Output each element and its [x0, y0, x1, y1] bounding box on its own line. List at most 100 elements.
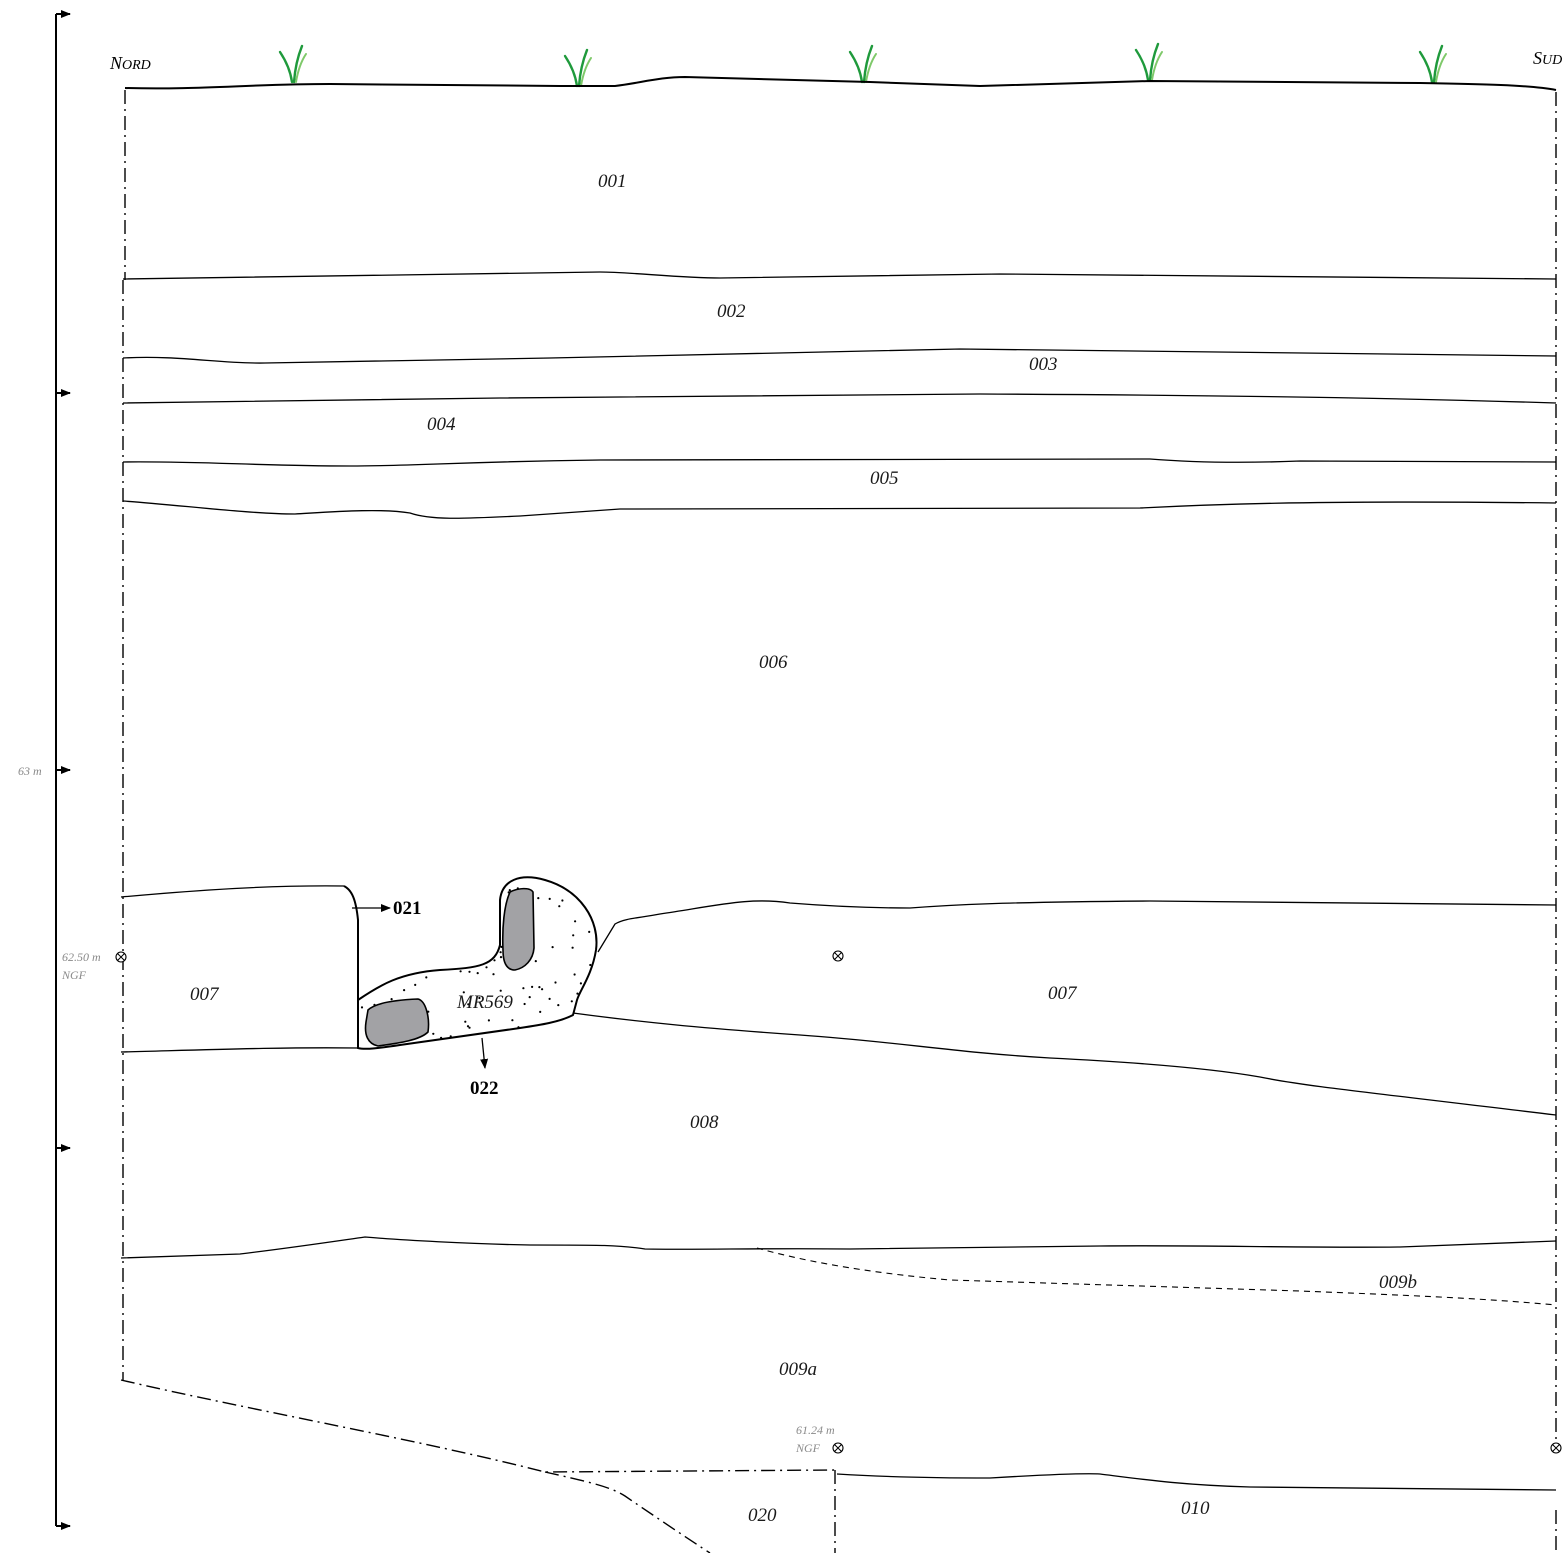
- stipple-dot: [367, 942, 370, 945]
- stipple-dot: [537, 897, 540, 900]
- stipple-dot: [571, 1039, 574, 1042]
- stipple-dot: [487, 922, 490, 925]
- stipple-dot: [403, 927, 406, 930]
- stipple-dot: [479, 951, 482, 954]
- stipple-dot: [406, 966, 410, 969]
- layer-label-001: 001: [598, 171, 627, 192]
- stipple-dot: [417, 965, 420, 968]
- layer-label-020: 020: [748, 1505, 777, 1526]
- stipple-dot: [443, 935, 446, 938]
- stipple-dot: [466, 1025, 470, 1028]
- stipple-dot: [398, 874, 400, 876]
- stipple-dot: [379, 910, 382, 913]
- stipple-dot: [470, 901, 473, 904]
- stipple-dot: [450, 1039, 453, 1042]
- stipple-dot: [475, 917, 478, 921]
- boundary-007-008-south: [572, 1012, 1557, 1116]
- datum-left-unit: NGF: [61, 968, 87, 982]
- stipple-dot: [589, 1026, 592, 1030]
- stipple-dot: [528, 996, 531, 999]
- stipple-dot: [589, 980, 592, 983]
- stipple-dot: [517, 1026, 520, 1029]
- layer-labels: 001 002 003 004 005 006 007 007 008 009a…: [190, 171, 1417, 1526]
- stipple-dot: [563, 879, 566, 882]
- stipple-dot: [511, 1019, 514, 1022]
- stipple-dot: [531, 985, 534, 989]
- stipple-dot: [452, 879, 455, 882]
- datum-bottom-value: 61.24 m: [796, 1423, 835, 1437]
- datum-left-value: 62.50 m: [62, 950, 101, 964]
- section-base-line: [120, 1379, 836, 1473]
- stipple-dot: [464, 939, 467, 943]
- stipple-dot: [465, 914, 469, 917]
- scale-label-63m: 63 m: [18, 764, 42, 778]
- stipple-dot: [380, 927, 383, 930]
- stipple-dot: [573, 973, 576, 976]
- stipple-dot: [464, 887, 467, 890]
- grass-icon: [1134, 42, 1163, 82]
- section-edge-020: [544, 1471, 711, 1553]
- grass-tufts: [278, 42, 1447, 88]
- stipple-dot: [551, 946, 554, 949]
- layer-label-002: 002: [717, 301, 746, 322]
- stipple-dot: [439, 932, 442, 935]
- stipple-dot: [560, 1048, 564, 1049]
- south-label: SUD: [1533, 48, 1562, 68]
- stipple-dot: [548, 997, 551, 1001]
- north-label: NORD: [109, 53, 151, 73]
- stipple-dot: [432, 1032, 435, 1035]
- stipple-dot: [492, 973, 495, 976]
- stipple-dot: [499, 951, 502, 954]
- label-mr569: MR569: [456, 992, 513, 1013]
- stipple-dot: [592, 971, 595, 974]
- stipple-dot: [476, 890, 479, 893]
- stipple-dot: [539, 1010, 542, 1014]
- stipple-dot: [579, 982, 583, 985]
- stipple-dot: [455, 963, 458, 966]
- stipple-dot: [374, 936, 377, 939]
- stipple-dot: [574, 920, 577, 923]
- layer-boundaries: [120, 271, 1557, 1491]
- stipple-dot: [441, 946, 444, 950]
- north-label-rest: ORD: [122, 58, 151, 73]
- stipple-dot: [488, 883, 491, 886]
- stipple-dot: [467, 889, 470, 892]
- stipple-dot: [489, 1047, 492, 1049]
- layer-label-007-north: 007: [190, 984, 220, 1005]
- layer-label-005: 005: [870, 468, 899, 489]
- stipple-dot: [464, 889, 467, 892]
- stipple-dot: [485, 947, 488, 950]
- datum-marker-left: [115, 951, 127, 963]
- stipple-dot: [388, 942, 391, 945]
- stipple-dot: [364, 900, 367, 904]
- boundary-008-009: [120, 1236, 1557, 1259]
- stipple-dot: [435, 901, 439, 905]
- boundary-003-004: [122, 393, 1557, 404]
- label-022: 022: [470, 1078, 499, 1099]
- stone-lower: [364, 998, 430, 1047]
- stipple-dot: [588, 930, 591, 934]
- stipple-dot: [575, 892, 578, 895]
- stipple-dot: [401, 882, 404, 885]
- stipple-dot: [399, 874, 401, 876]
- stipple-dot: [358, 959, 362, 962]
- stone-upper: [501, 887, 535, 971]
- stipple-dot: [499, 956, 503, 959]
- stipple-dot: [492, 878, 495, 881]
- stipple-dot: [449, 1035, 452, 1038]
- stipple-dot: [464, 960, 467, 963]
- grass-icon: [563, 48, 592, 88]
- stipple-dot: [508, 889, 511, 892]
- stipple-dot: [469, 875, 471, 877]
- stipple-dot: [455, 893, 458, 896]
- stipple-dot: [548, 897, 551, 901]
- stipple-dot: [581, 1024, 584, 1027]
- stipple-dot: [434, 877, 437, 880]
- stipple-dot: [467, 1003, 470, 1006]
- stipple-dot: [473, 946, 476, 949]
- stipple-dot: [467, 950, 470, 954]
- stipple-dot: [576, 992, 579, 995]
- stipple-dot: [558, 905, 561, 908]
- grass-icon: [278, 44, 307, 84]
- stipple-dot: [478, 915, 481, 918]
